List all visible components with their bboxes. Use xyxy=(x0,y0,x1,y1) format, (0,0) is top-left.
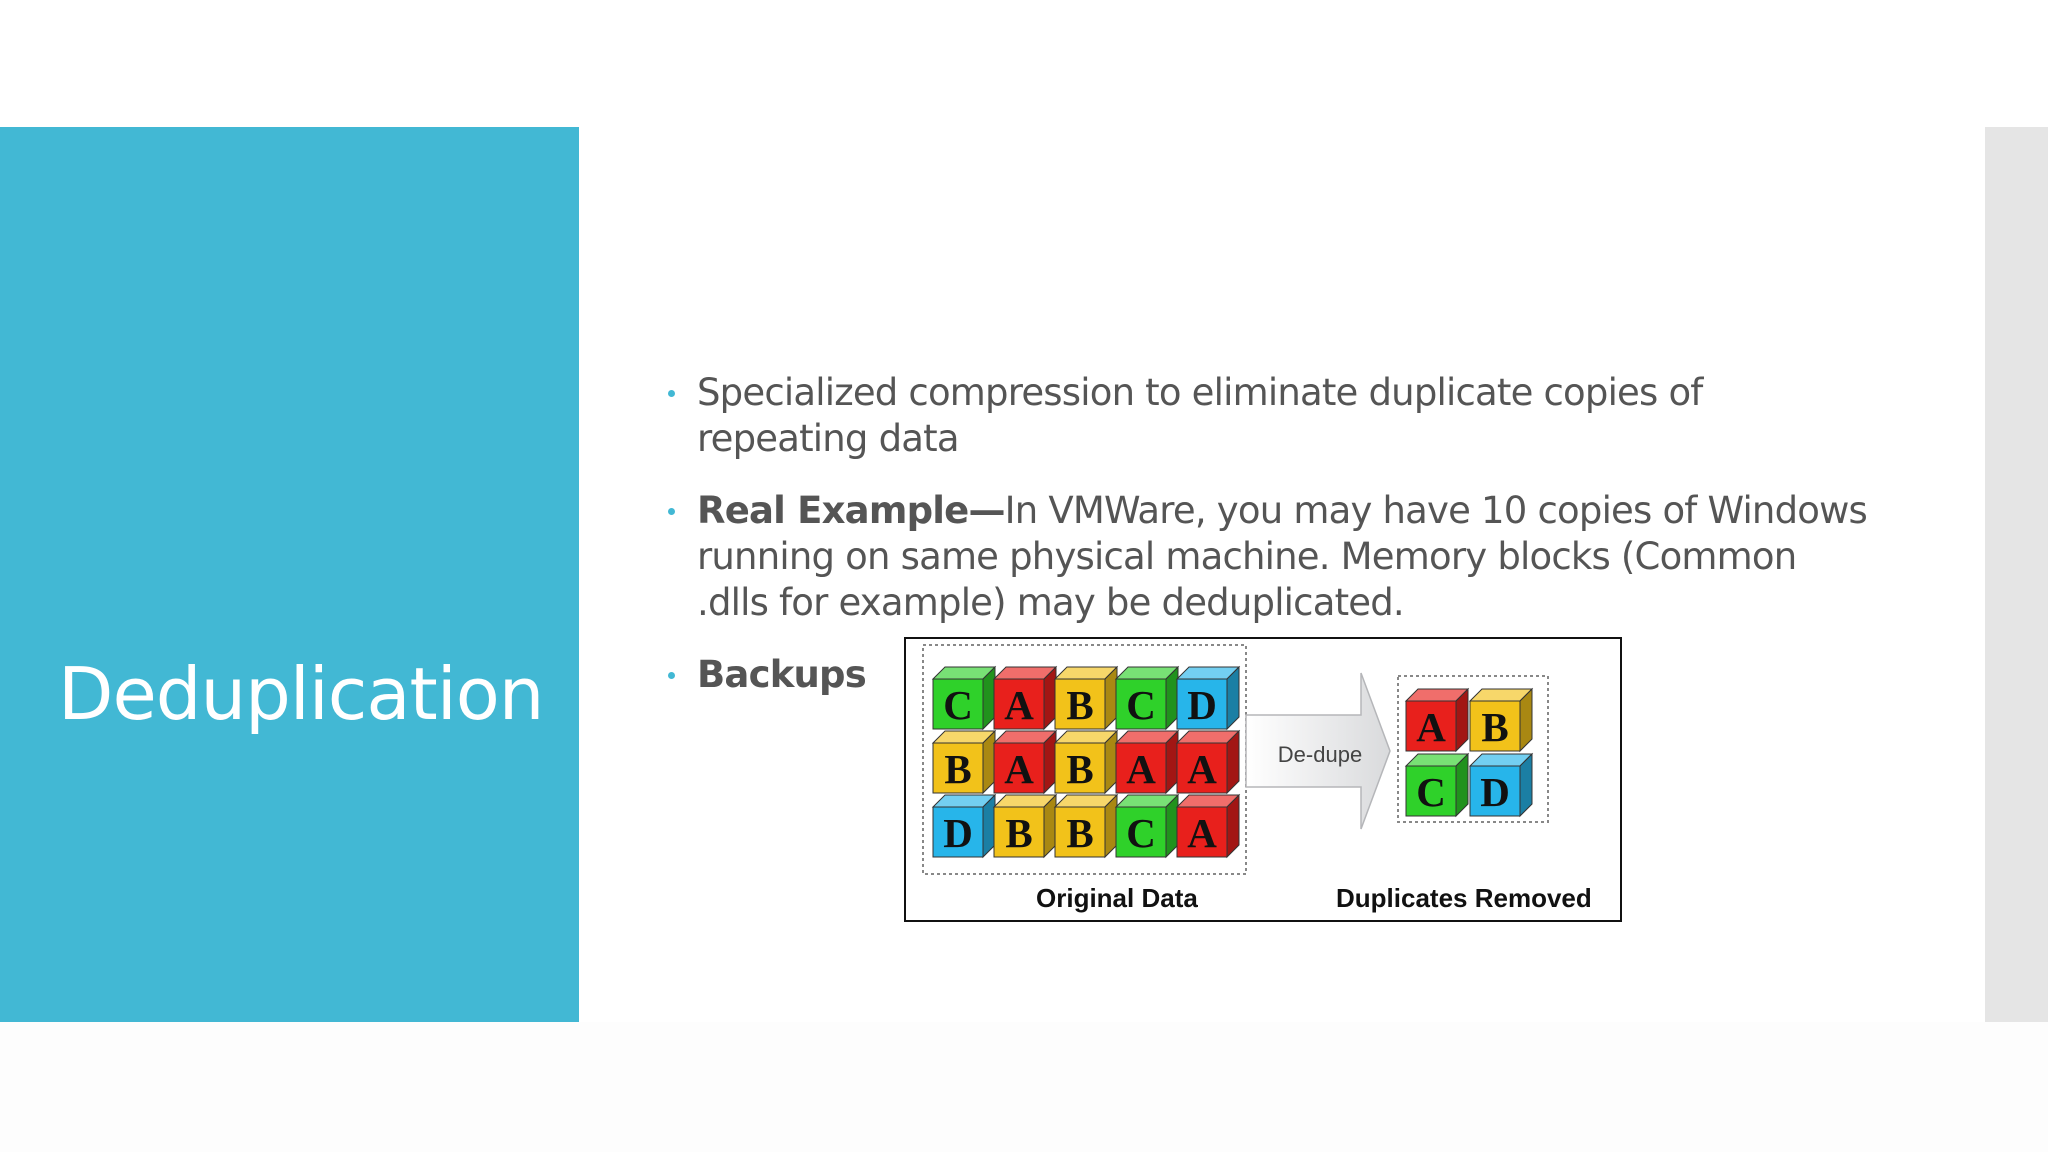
cube-letter: A xyxy=(1187,810,1217,856)
bullet-item: Real Example—In VMWare, you may have 10 … xyxy=(668,488,1868,626)
cube-face xyxy=(932,742,984,794)
cube-letter: A xyxy=(1416,704,1446,750)
cube-face xyxy=(1469,700,1521,752)
cube-face xyxy=(1405,700,1457,752)
original-cube-0-3: C xyxy=(1114,665,1180,731)
original-cube-1-4: A xyxy=(1175,729,1241,795)
cube-face xyxy=(1054,806,1106,858)
cube-face xyxy=(1054,742,1106,794)
cube-letter: C xyxy=(1416,769,1446,815)
original-cube-1-1: A xyxy=(992,729,1058,795)
bullet-bold-text: Backups xyxy=(697,653,867,696)
cube-letter: B xyxy=(944,746,971,792)
result-cube-1-1: D xyxy=(1468,752,1534,818)
cube-face xyxy=(1115,806,1167,858)
bullet-item: Specialized compression to eliminate dup… xyxy=(668,370,1868,462)
result-data-box xyxy=(1397,675,1549,823)
cube-face xyxy=(1176,806,1228,858)
cube-letter: A xyxy=(1004,682,1034,728)
cube-face xyxy=(993,678,1045,730)
result-cube-0-0: A xyxy=(1404,687,1470,753)
cube-letter: B xyxy=(1481,704,1508,750)
original-cube-1-0: B xyxy=(931,729,997,795)
cube-face xyxy=(1469,765,1521,817)
bullet-dot-icon xyxy=(668,508,675,515)
cube-letter: A xyxy=(1126,746,1156,792)
arrow-label: De-dupe xyxy=(1278,742,1362,767)
cube-letter: D xyxy=(1480,769,1510,815)
original-cube-2-4: A xyxy=(1175,793,1241,859)
original-cube-1-3: A xyxy=(1114,729,1180,795)
cube-face xyxy=(932,678,984,730)
duplicates-removed-label: Duplicates Removed xyxy=(1336,883,1592,913)
bullet-list: Specialized compression to eliminate dup… xyxy=(668,370,1868,698)
original-cube-0-4: D xyxy=(1175,665,1241,731)
cube-face xyxy=(1115,678,1167,730)
cube-letter: B xyxy=(1005,810,1032,856)
original-cube-0-1: A xyxy=(992,665,1058,731)
bullet-text: Specialized compression to eliminate dup… xyxy=(697,371,1703,460)
right-edge-band xyxy=(1985,127,2048,1022)
cube-letter: B xyxy=(1066,810,1093,856)
result-cube-0-1: B xyxy=(1468,687,1534,753)
cube-letter: D xyxy=(943,810,973,856)
cube-letter: C xyxy=(943,682,973,728)
cube-face xyxy=(993,806,1045,858)
original-cube-0-2: B xyxy=(1053,665,1119,731)
cube-face xyxy=(1176,742,1228,794)
cube-letter: D xyxy=(1187,682,1217,728)
original-cube-2-3: C xyxy=(1114,793,1180,859)
cube-face xyxy=(1405,765,1457,817)
cube-face xyxy=(1115,742,1167,794)
cube-letter: A xyxy=(1004,746,1034,792)
cube-face xyxy=(932,806,984,858)
cube-letter: B xyxy=(1066,682,1093,728)
cube-letter: B xyxy=(1066,746,1093,792)
cube-letter: A xyxy=(1187,746,1217,792)
title-panel: Deduplication xyxy=(0,127,579,1022)
bullet-bold-text: Real Example— xyxy=(697,489,1005,532)
cube-face xyxy=(1054,678,1106,730)
slide-bottom-margin xyxy=(0,1022,2048,1152)
bullet-text: In VMWare, you may have 10 copies of Win… xyxy=(697,489,1868,624)
bullet-item: Backups xyxy=(668,652,1868,698)
original-cube-1-2: B xyxy=(1053,729,1119,795)
cube-face xyxy=(1176,678,1228,730)
cube-letter: C xyxy=(1126,810,1156,856)
cube-face xyxy=(993,742,1045,794)
result-cube-1-0: C xyxy=(1404,752,1470,818)
original-data-label: Original Data xyxy=(1036,883,1198,913)
bullet-dot-icon xyxy=(668,672,675,679)
bullet-dot-icon xyxy=(668,390,675,397)
original-cube-2-2: B xyxy=(1053,793,1119,859)
slide-title: Deduplication xyxy=(58,652,544,736)
original-cube-0-0: C xyxy=(931,665,997,731)
original-cube-2-0: D xyxy=(931,793,997,859)
dedupe-arrow-icon xyxy=(1245,672,1391,830)
original-cube-2-1: B xyxy=(992,793,1058,859)
cube-letter: C xyxy=(1126,682,1156,728)
